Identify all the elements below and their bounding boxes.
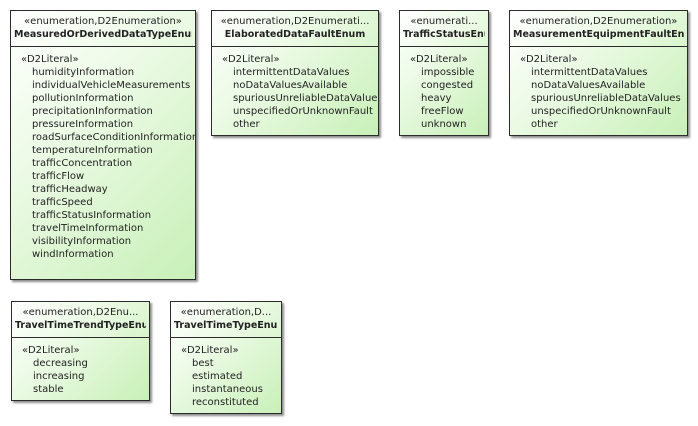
enum-header: «enumeration,D2Enu... TravelTimeTrendTyp… (12, 302, 149, 338)
enum-literals: «D2Literal» humidityInformation individual… (11, 47, 195, 261)
literal-stereotype: «D2Literal» (22, 345, 80, 356)
enum-name: MeasurementEquipmentFaultEnum (513, 29, 684, 40)
enum-literal: travelTimeInformation (32, 223, 144, 234)
enum-name: MeasuredOrDerivedDataTypeEnum (14, 29, 192, 40)
enum-literal: other (233, 119, 260, 130)
enum-literal: impossible (421, 67, 475, 78)
enum-name: TrafficStatusEnum (403, 29, 485, 40)
enum-literal: spuriousUnreliableDataValues (531, 93, 681, 104)
literal-stereotype: «D2Literal» (520, 54, 578, 65)
enum-literal: trafficFlow (32, 171, 85, 182)
enum-stereotype: «enumeration,D2Enumeration» (24, 16, 182, 27)
enum-literal: instantaneous (192, 384, 263, 395)
enum-literal: congested (421, 80, 474, 91)
enum-literal: freeFlow (421, 106, 464, 117)
enum-literal: trafficStatusInformation (32, 210, 152, 221)
enum-literal: temperatureInformation (32, 145, 153, 156)
enum-literals: «D2Literal» intermittentDataValues noDataV… (510, 47, 687, 131)
enum-name: TravelTimeTrendTypeEnum (15, 320, 146, 331)
enum-header: «enumeration,D2Enumerati... ElaboratedDa… (212, 11, 378, 47)
enum-header: «enumerati... TrafficStatusEnum (400, 11, 488, 47)
enum-stereotype: «enumeration,D2Enumeration» (519, 16, 678, 27)
enum-literal: windInformation (32, 249, 114, 260)
enum-literals: «D2Literal» impossible congested heavy freeF… (400, 47, 488, 131)
enum-literal: unspecifiedOrUnknownFault (531, 106, 671, 117)
enum-header: «enumeration,D2Enumeration» MeasuredOrDe… (11, 11, 195, 47)
enum-measured-or-derived-data-type[interactable]: «enumeration,D2Enumeration» MeasuredOrDe… (10, 10, 196, 280)
enum-literal: heavy (421, 93, 452, 104)
enum-literals: «D2Literal» intermittentDataValues noDataV… (212, 47, 378, 131)
enum-traffic-status[interactable]: «enumerati... TrafficStatusEnum «D2Liter… (399, 10, 489, 136)
enum-literal: spuriousUnreliableDataValues (233, 93, 379, 104)
enum-travel-time-type[interactable]: «enumeration,D... TravelTimeTypeEnum «D2… (170, 301, 282, 414)
enum-literal: pressureInformation (32, 119, 134, 130)
enum-literal: noDataValuesAvailable (531, 80, 646, 91)
enum-literals: «D2Literal» decreasing increasing stable (12, 338, 149, 396)
enum-literal: individualVehicleMeasurements (32, 80, 191, 91)
enum-literal: humidityInformation (32, 67, 135, 78)
enum-literal: stable (33, 384, 64, 395)
literal-stereotype: «D2Literal» (21, 54, 79, 65)
enum-literal: roadSurfaceConditionInformation (32, 132, 196, 143)
enum-literal: trafficHeadway (32, 184, 108, 195)
enum-literal: best (192, 358, 214, 369)
enum-stereotype: «enumeration,D2Enu... (22, 307, 139, 318)
enum-literal: precipitationInformation (32, 106, 153, 117)
enum-literal: other (531, 119, 558, 130)
enum-travel-time-trend-type[interactable]: «enumeration,D2Enu... TravelTimeTrendTyp… (11, 301, 150, 401)
enum-stereotype: «enumeration,D... (180, 307, 272, 318)
enum-stereotype: «enumerati... (410, 16, 478, 27)
enum-header: «enumeration,D... TravelTimeTypeEnum (171, 302, 281, 338)
enum-name: TravelTimeTypeEnum (174, 320, 278, 331)
enum-literal: visibilityInformation (32, 236, 132, 247)
enum-literal: intermittentDataValues (233, 67, 350, 78)
enum-literal: reconstituted (192, 397, 259, 408)
enum-header: «enumeration,D2Enumeration» MeasurementE… (510, 11, 687, 47)
enum-literal: trafficSpeed (32, 197, 93, 208)
enum-measurement-equipment-fault[interactable]: «enumeration,D2Enumeration» MeasurementE… (509, 10, 688, 136)
enum-literal: unknown (421, 119, 467, 130)
enum-literal: unspecifiedOrUnknownFault (233, 106, 373, 117)
enum-literal: intermittentDataValues (531, 67, 648, 78)
enum-literal: pollutionInformation (32, 93, 134, 104)
enum-literals: «D2Literal» best estimated instantaneous rec… (171, 338, 281, 409)
enum-stereotype: «enumeration,D2Enumerati... (220, 16, 370, 27)
enum-literal: increasing (33, 371, 85, 382)
enum-name: ElaboratedDataFaultEnum (224, 29, 366, 40)
literal-stereotype: «D2Literal» (222, 54, 280, 65)
enum-literal: trafficConcentration (32, 158, 133, 169)
enum-literal: estimated (192, 371, 243, 382)
enum-literal: decreasing (33, 358, 88, 369)
enum-literal: noDataValuesAvailable (233, 80, 348, 91)
literal-stereotype: «D2Literal» (181, 345, 239, 356)
enum-elaborated-data-fault[interactable]: «enumeration,D2Enumerati... ElaboratedDa… (211, 10, 379, 136)
literal-stereotype: «D2Literal» (410, 54, 468, 65)
